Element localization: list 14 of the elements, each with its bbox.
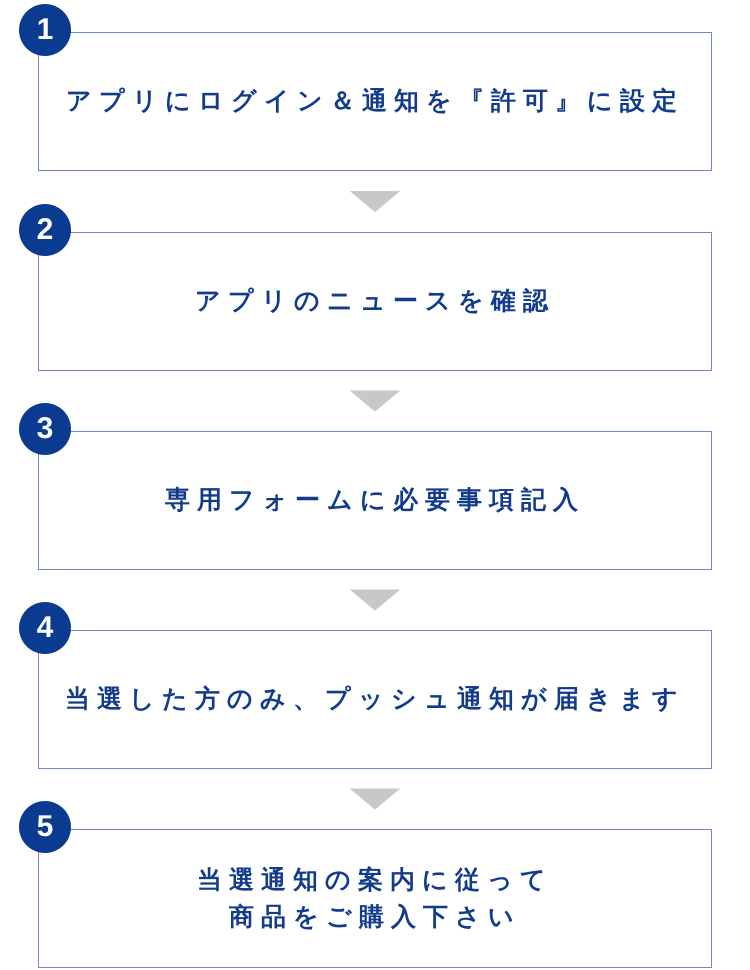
step-text: アプリにログイン＆通知を『許可』に設定 bbox=[66, 85, 684, 118]
step-number-badge: 3 bbox=[19, 403, 71, 455]
down-arrow bbox=[350, 191, 400, 212]
down-arrow bbox=[350, 788, 400, 810]
step-text: 当選した方のみ、プッシュ通知が届きます bbox=[65, 683, 685, 716]
step-number-badge: 5 bbox=[19, 801, 71, 853]
step-text: 当選通知の案内に従って商品をご購入下さい bbox=[196, 864, 554, 932]
step-number-badge: 1 bbox=[19, 4, 71, 56]
step-text: 専用フォームに必要事項記入 bbox=[165, 484, 585, 516]
step-number-badge: 2 bbox=[19, 204, 71, 256]
down-arrow bbox=[350, 590, 400, 611]
down-arrow bbox=[350, 390, 400, 412]
step-number-badge: 4 bbox=[19, 602, 71, 654]
step-text: アプリのニュースを確認 bbox=[195, 285, 555, 318]
